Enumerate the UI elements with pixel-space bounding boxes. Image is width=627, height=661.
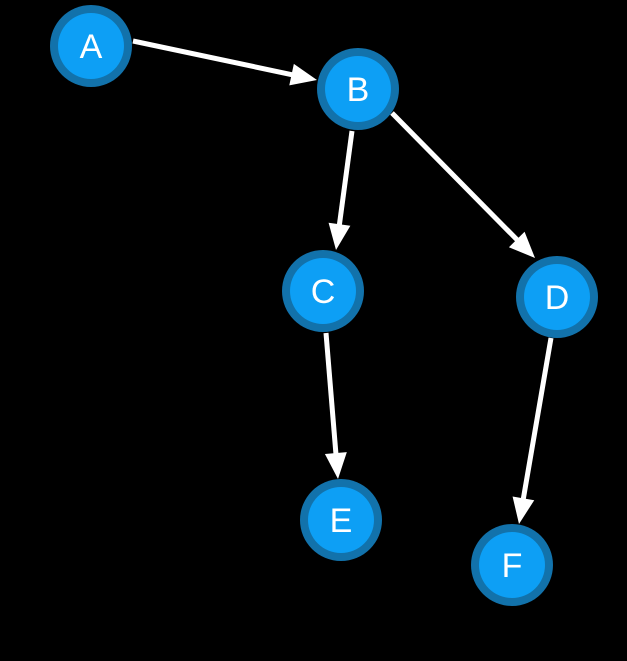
edge-arrowhead-icon [324,452,347,479]
node-label: B [347,71,370,109]
edges-layer [132,38,554,524]
edge-line [520,337,554,501]
node-label: C [311,273,336,311]
graph-edge[interactable] [323,332,347,479]
node-fill [308,487,374,553]
edge-arrowhead-icon [289,63,317,86]
edge-line [336,130,355,227]
graph-node-f[interactable]: F [471,524,553,606]
nodes-layer: A B C D E F [50,5,598,606]
node-fill [479,532,545,598]
edge-line [132,38,295,78]
node-label: E [330,502,353,540]
graph-edge[interactable] [390,111,535,258]
node-label: A [80,28,103,66]
graph-node-b[interactable]: B [317,48,399,130]
edge-arrowhead-icon [328,222,351,250]
edge-arrowhead-icon [512,496,535,524]
edge-arrowhead-icon [508,231,535,258]
graph-node-e[interactable]: E [300,479,382,561]
node-fill [325,56,391,122]
graph-node-d[interactable]: D [516,256,598,338]
edge-line [390,111,520,243]
node-fill [524,264,590,330]
node-fill [58,13,124,79]
graph-node-c[interactable]: C [282,250,364,332]
edge-line [323,332,339,456]
node-fill [290,258,356,324]
node-label: F [502,547,523,585]
graph-node-a[interactable]: A [50,5,132,87]
graph-edge[interactable] [328,130,355,250]
graph-edge[interactable] [132,38,317,86]
graph-edge[interactable] [512,337,554,524]
node-label: D [545,279,570,317]
